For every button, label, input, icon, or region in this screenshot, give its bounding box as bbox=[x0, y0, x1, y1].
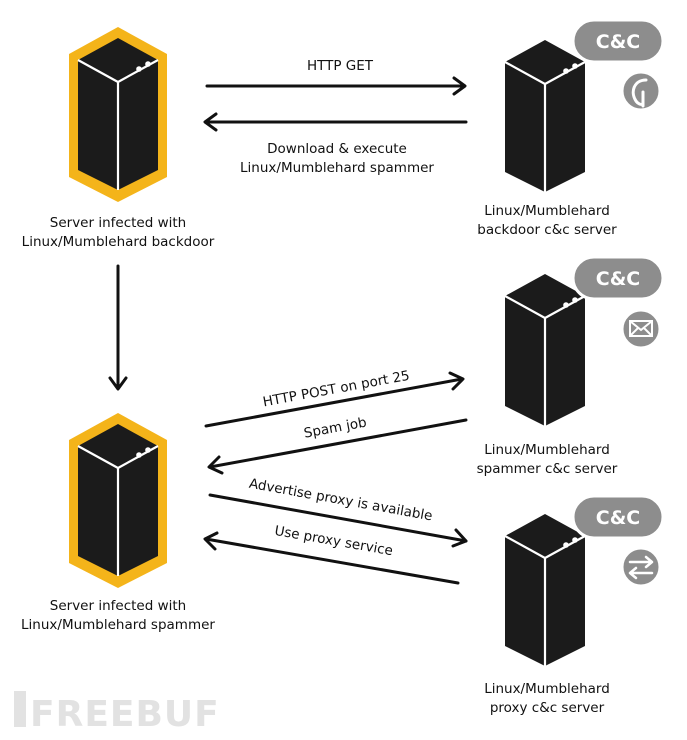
proxy-cc-label-2: proxy c&c server bbox=[490, 700, 605, 716]
infected-backdoor-label-1: Server infected with bbox=[50, 215, 186, 231]
edge-label-http-post: HTTP POST on port 25 bbox=[262, 368, 411, 411]
arrow-spam-job bbox=[207, 418, 468, 475]
infected-spammer-label-1: Server infected with bbox=[50, 598, 186, 614]
infected-server-icon bbox=[69, 413, 167, 588]
spammer-cc-server: C&C Linux/Mumblehard spammer c&c server bbox=[477, 255, 665, 477]
spammer-cc-label-2: spammer c&c server bbox=[477, 461, 618, 477]
backdoor-cc-label-1: Linux/Mumblehard bbox=[484, 203, 610, 219]
infected-backdoor-server: Server infected with Linux/Mumblehard ba… bbox=[22, 27, 215, 250]
arrow-http-post bbox=[204, 371, 465, 428]
watermark-text: FREEBUF bbox=[30, 694, 220, 735]
backdoor-cc-server: C&C Linux/Mumblehard backdoor c&c server bbox=[477, 18, 665, 238]
infected-spammer-server: Server infected with Linux/Mumblehard sp… bbox=[21, 413, 215, 633]
edge-label-download-1: Download & execute bbox=[267, 141, 407, 157]
edge-label-http-get: HTTP GET bbox=[307, 58, 374, 74]
arrow-download-execute bbox=[203, 112, 468, 132]
cc-badge: C&C bbox=[571, 255, 665, 301]
spammer-cc-label-1: Linux/Mumblehard bbox=[484, 442, 610, 458]
cc-badge-text: C&C bbox=[596, 31, 640, 53]
cc-badge: C&C bbox=[571, 18, 665, 64]
infected-server-icon bbox=[69, 27, 167, 202]
sickle-icon bbox=[620, 70, 662, 112]
arrow-advertise-proxy bbox=[208, 493, 468, 548]
proxy-cc-server: C&C Linux/Mumblehard proxy c&c server bbox=[484, 494, 665, 716]
cc-badge: C&C bbox=[571, 494, 665, 540]
cc-server-icon bbox=[503, 512, 587, 668]
freebuf-watermark: FREEBUF bbox=[14, 691, 220, 735]
infected-backdoor-label-2: Linux/Mumblehard backdoor bbox=[22, 234, 215, 250]
cc-badge-text: C&C bbox=[596, 268, 640, 290]
cc-server-icon bbox=[503, 38, 587, 194]
arrow-http-get bbox=[205, 76, 467, 96]
swap-arrows-icon bbox=[620, 546, 662, 588]
edge-label-spam-job: Spam job bbox=[303, 414, 368, 441]
backdoor-cc-label-2: backdoor c&c server bbox=[477, 222, 617, 238]
envelope-icon bbox=[620, 308, 662, 350]
arrow-use-proxy bbox=[203, 531, 460, 585]
proxy-cc-label-1: Linux/Mumblehard bbox=[484, 681, 610, 697]
cc-badge-text: C&C bbox=[596, 507, 640, 529]
infected-spammer-label-2: Linux/Mumblehard spammer bbox=[21, 617, 215, 633]
edge-label-download-2: Linux/Mumblehard spammer bbox=[240, 160, 434, 176]
arrow-down bbox=[108, 264, 128, 391]
cc-server-icon bbox=[503, 272, 587, 428]
